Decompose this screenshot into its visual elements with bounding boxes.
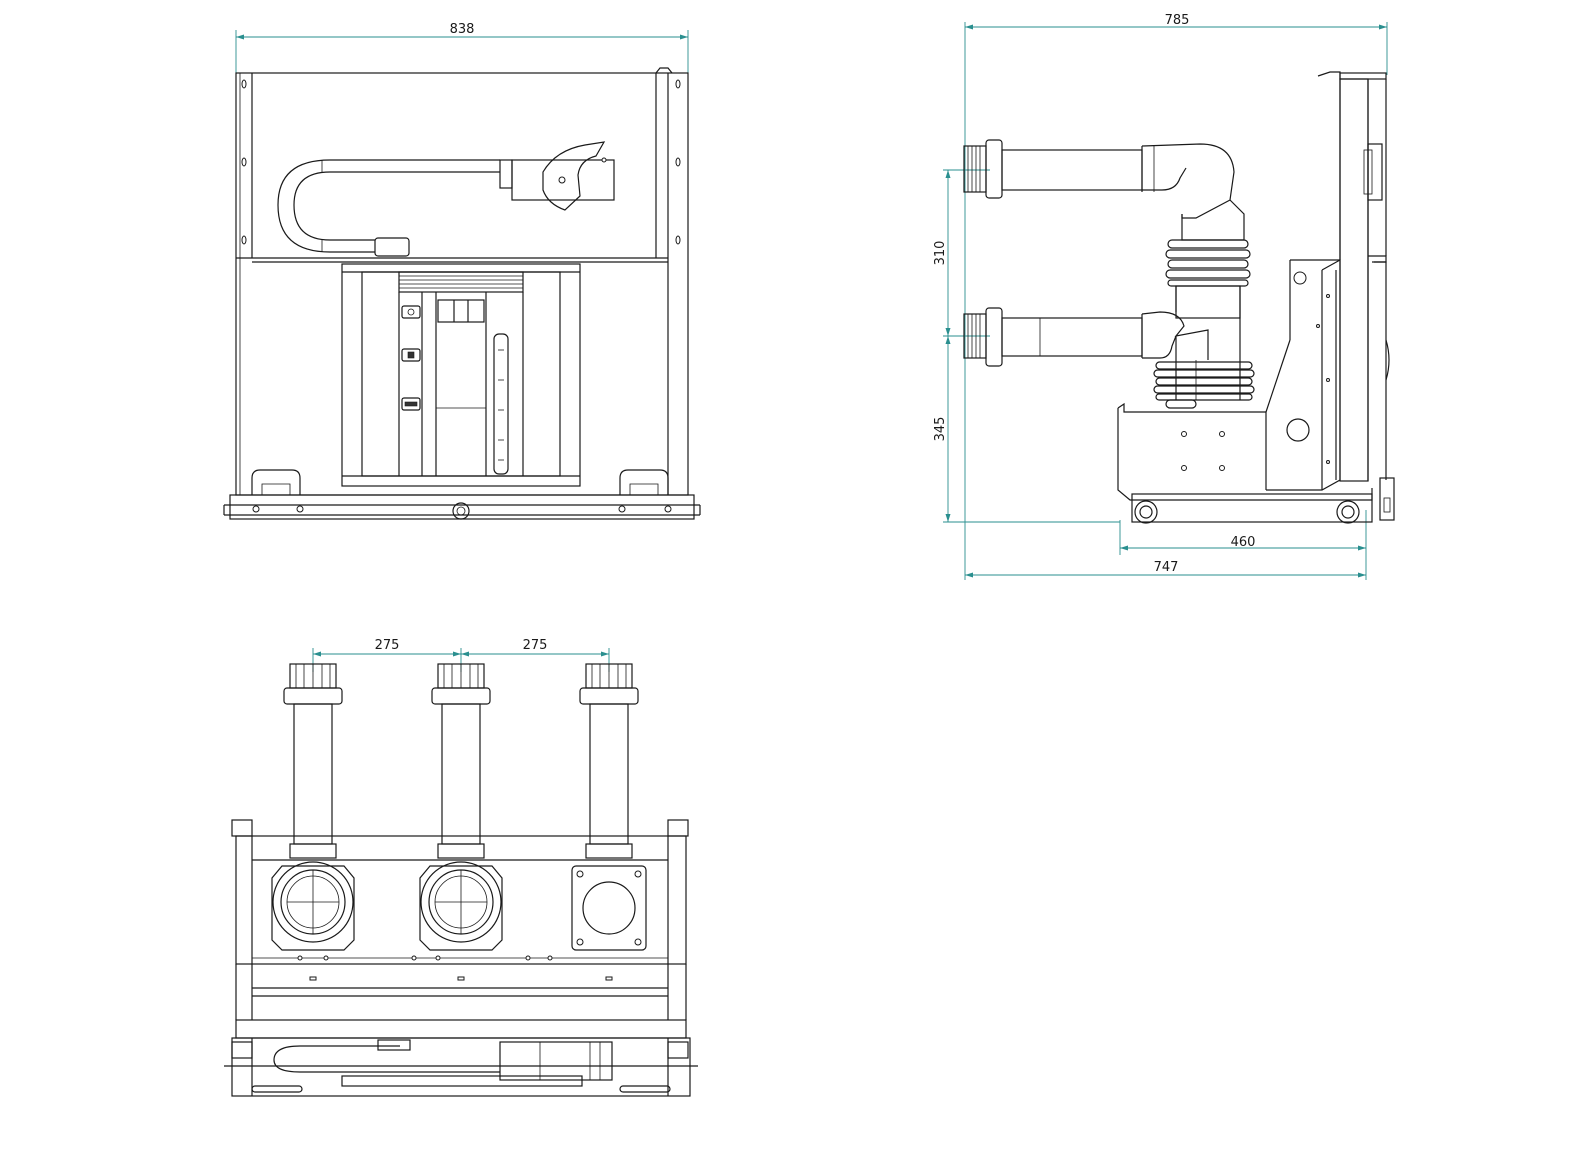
upper-bellows — [1165, 239, 1251, 319]
top-contact-arm-2 — [431, 663, 491, 859]
breaker-front-panel — [341, 263, 581, 487]
pitch-left-label: 275 — [375, 638, 400, 653]
top-view: 275 275 — [224, 638, 698, 1097]
side-vertical-dimensions: 310 345 — [933, 169, 1120, 523]
side-overall-dimension: 785 — [964, 13, 1388, 580]
top-bushing-plate — [571, 865, 647, 951]
top-pitch-dimensions: 275 275 — [312, 638, 610, 672]
top-base-with-handle — [224, 1019, 698, 1097]
lower-bellows — [1153, 360, 1255, 409]
side-bottom-dimensions: 460 747 — [965, 510, 1367, 580]
front-mounting-slots — [241, 79, 681, 245]
side-wheels — [1131, 493, 1373, 524]
upper-contact-arm — [963, 139, 1245, 241]
upper-pitch-label: 310 — [933, 241, 948, 266]
front-base-rail — [223, 494, 701, 520]
front-width-label: 838 — [450, 22, 475, 37]
pitch-right-label: 275 — [523, 638, 548, 653]
lower-contact-arm — [963, 286, 1241, 400]
carriage-label: 460 — [1231, 535, 1256, 550]
depth-label: 747 — [1154, 560, 1179, 575]
top-elbow-pocket-2 — [419, 861, 503, 951]
side-view: 785 310 345 460 747 — [933, 13, 1395, 580]
top-contact-arm-1 — [283, 663, 343, 859]
front-width-dimension: 838 — [235, 22, 689, 75]
top-frame — [231, 819, 689, 1020]
racking-handle — [277, 141, 615, 257]
top-contact-arm-3 — [579, 663, 639, 859]
lower-height-label: 345 — [933, 417, 948, 442]
top-hole-row — [297, 955, 613, 981]
front-view: 838 — [223, 22, 701, 520]
side-rear-panel — [1317, 71, 1395, 521]
top-elbow-pocket-1 — [271, 861, 355, 951]
side-overall-label: 785 — [1165, 13, 1190, 28]
